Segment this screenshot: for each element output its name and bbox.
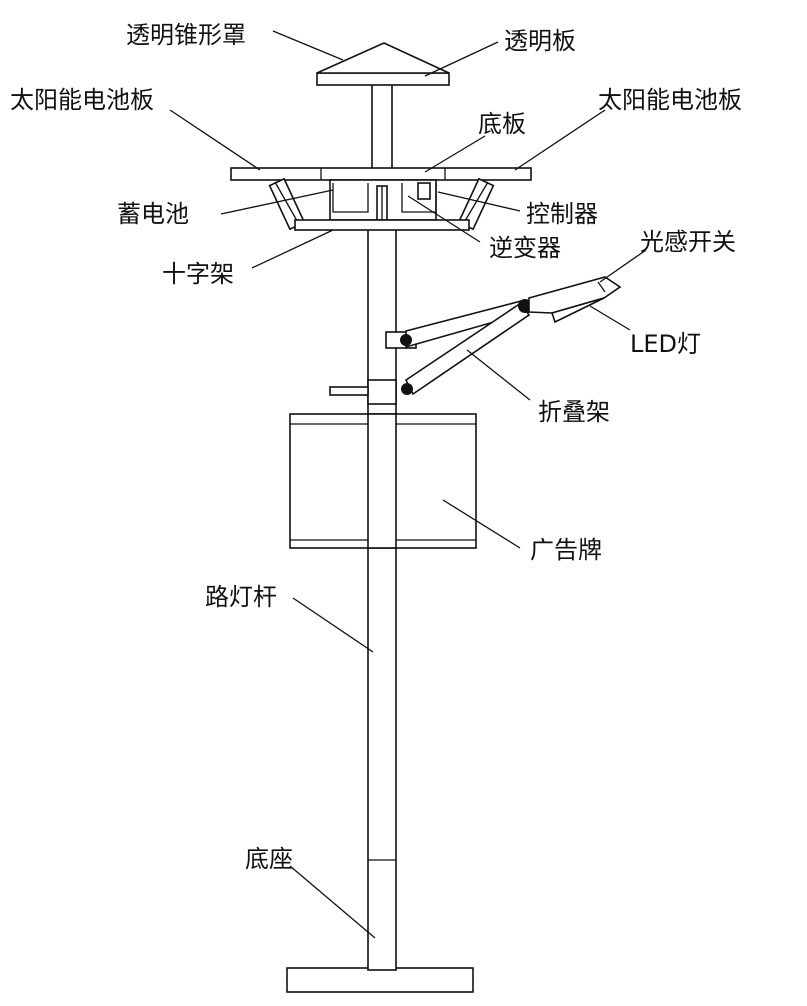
label-controller: 控制器 (526, 200, 598, 228)
strut-left-link (274, 181, 301, 227)
label-cone-cover: 透明锥形罩 (126, 21, 246, 49)
controller-module (417, 182, 431, 200)
light-sensor-line (597, 281, 606, 293)
controller-block (401, 183, 437, 213)
label-base-plate: 底板 (478, 110, 526, 138)
leader-pole (292, 597, 374, 653)
label-inverter: 逆变器 (489, 234, 561, 262)
leader-cross-frame (251, 229, 334, 269)
mount-pin (329, 386, 369, 396)
leader-base-plate (424, 135, 486, 173)
label-pole: 路灯杆 (205, 583, 277, 611)
label-transparent-plate: 透明板 (504, 27, 576, 55)
solar-panel-board (230, 167, 532, 181)
structure (230, 42, 622, 993)
base-plinth (286, 967, 474, 993)
strut-right-link (461, 181, 489, 227)
leader-inverter (407, 195, 481, 243)
leader-solar-right (514, 109, 606, 171)
pivot-bracket (400, 334, 412, 346)
leader-base (289, 865, 376, 939)
cross-frame (294, 219, 470, 231)
leader-transparent-plate (424, 41, 499, 77)
leader-controller (437, 191, 521, 212)
label-solar-panel-right: 太阳能电池板 (598, 86, 742, 114)
leader-battery (220, 189, 334, 215)
battery-block (332, 183, 369, 213)
pole-through-billboard (367, 413, 397, 549)
leader-folding-frame (466, 349, 531, 401)
label-battery: 蓄电池 (117, 200, 189, 228)
leader-lines (169, 30, 647, 939)
label-folding-frame: 折叠架 (538, 398, 610, 426)
pivot-lower (401, 383, 413, 395)
label-led-lamp: LED灯 (630, 330, 701, 358)
leader-solar-left (169, 109, 261, 171)
leader-light-switch (599, 249, 647, 283)
labels: 透明锥形罩 透明板 太阳能电池板 太阳能电池板 底板 蓄电池 控制器 逆变器 十… (10, 21, 742, 873)
label-solar-panel-left: 太阳能电池板 (10, 86, 154, 114)
cone-cover (316, 42, 450, 74)
label-base: 底座 (245, 845, 293, 873)
label-billboard: 广告牌 (530, 536, 602, 564)
label-light-switch: 光感开关 (640, 228, 736, 256)
led-lens (550, 297, 605, 324)
leader-billboard (442, 499, 521, 549)
leader-cone-cover (272, 30, 344, 61)
leader-led-lamp (589, 305, 631, 331)
transparent-plate (316, 72, 450, 86)
label-cross-frame: 十字架 (162, 260, 234, 288)
mount-clamp (367, 379, 397, 405)
